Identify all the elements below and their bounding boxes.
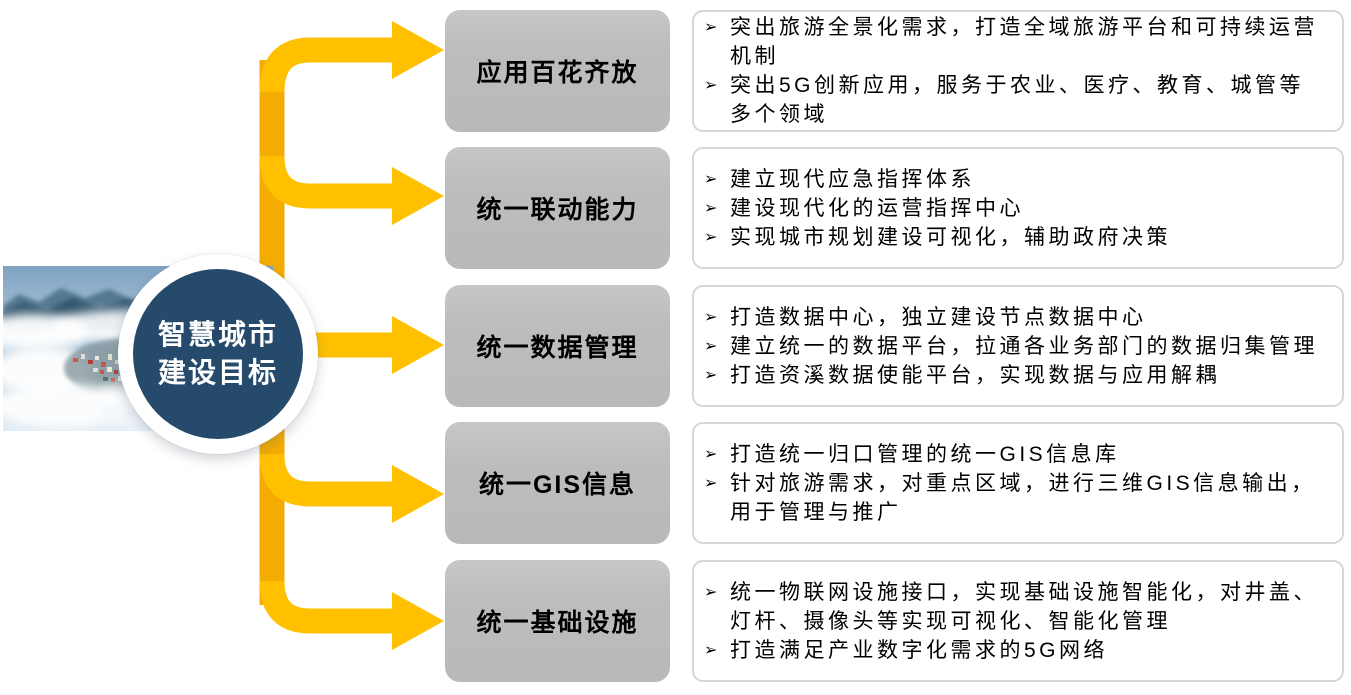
goal-detail-panel: ➢ 突出旅游全景化需求，打造全域旅游平台和可持续运营机制 ➢ 突出5G创新应用，…: [692, 10, 1344, 132]
goal-row-data-management: 统一数据管理 ➢ 打造数据中心，独立建设节点数据中心 ➢ 建立统一的数据平台，拉…: [445, 285, 1344, 407]
bullet-arrow-icon: ➢: [704, 366, 718, 384]
bullet-item: ➢ 统一物联网设施接口，实现基础设施智能化，对井盖、灯杆、摄像头等实现可视化、智…: [704, 578, 1332, 636]
bullet-text: 统一物联网设施接口，实现基础设施智能化，对井盖、灯杆、摄像头等实现可视化、智能化…: [730, 580, 1318, 633]
bullet-text: 针对旅游需求，对重点区域，进行三维GIS信息输出，用于管理与推广: [730, 471, 1316, 524]
bullet-text: 建立统一的数据平台，拉通各业务部门的数据归集管理: [730, 334, 1318, 358]
bullet-item: ➢ 突出旅游全景化需求，打造全域旅游平台和可持续运营机制: [704, 13, 1332, 71]
central-goal-circle: 智慧城市 建设目标: [133, 269, 303, 439]
goal-title-box: 统一联动能力: [445, 147, 670, 269]
bullet-text: 实现城市规划建设可视化，辅助政府决策: [730, 225, 1171, 249]
goal-title: 统一数据管理: [476, 334, 639, 362]
goal-detail-panel: ➢ 打造数据中心，独立建设节点数据中心 ➢ 建立统一的数据平台，拉通各业务部门的…: [692, 285, 1344, 407]
bullet-arrow-icon: ➢: [704, 445, 718, 463]
bullet-item: ➢ 打造数据中心，独立建设节点数据中心: [704, 303, 1332, 332]
bullet-text: 突出旅游全景化需求，打造全域旅游平台和可持续运营机制: [730, 16, 1318, 68]
goal-detail-panel: ➢ 打造统一归口管理的统一GIS信息库 ➢ 针对旅游需求，对重点区域，进行三维G…: [692, 422, 1344, 544]
goal-title-box: 统一数据管理: [445, 285, 670, 407]
bullet-item: ➢ 打造资溪数据使能平台，实现数据与应用解耦: [704, 361, 1332, 390]
goal-title-box: 统一基础设施: [445, 560, 670, 682]
bullet-item: ➢ 针对旅游需求，对重点区域，进行三维GIS信息输出，用于管理与推广: [704, 469, 1332, 527]
bullet-arrow-icon: ➢: [704, 228, 718, 246]
arrowheads: [392, 21, 444, 650]
goal-row-gis: 统一GIS信息 ➢ 打造统一归口管理的统一GIS信息库 ➢ 针对旅游需求，对重点…: [445, 422, 1344, 544]
central-goal-text-line1: 智慧城市: [157, 319, 278, 350]
bullet-arrow-icon: ➢: [704, 199, 718, 217]
central-goal-node: 智慧城市 建设目标: [118, 254, 318, 454]
bullet-text: 打造数据中心，独立建设节点数据中心: [730, 305, 1147, 329]
bullet-item: ➢ 建设现代化的运营指挥中心: [704, 194, 1332, 223]
goal-title: 统一GIS信息: [478, 471, 637, 499]
goal-row-infrastructure: 统一基础设施 ➢ 统一物联网设施接口，实现基础设施智能化，对井盖、灯杆、摄像头等…: [445, 560, 1344, 682]
bullet-text: 打造资溪数据使能平台，实现数据与应用解耦: [730, 363, 1220, 387]
goal-title: 统一基础设施: [476, 609, 639, 637]
bullet-arrow-icon: ➢: [704, 337, 718, 355]
bullet-item: ➢ 打造满足产业数字化需求的5G网络: [704, 636, 1332, 665]
bullet-text: 突出5G创新应用，服务于农业、医疗、教育、城管等多个领域: [730, 74, 1305, 126]
goal-row-linkage: 统一联动能力 ➢ 建立现代应急指挥体系 ➢ 建设现代化的运营指挥中心 ➢ 实现城…: [445, 147, 1344, 269]
central-goal-text-line2: 建设目标: [157, 357, 278, 388]
bullet-item: ➢ 建立现代应急指挥体系: [704, 165, 1332, 194]
bullet-text: 建设现代化的运营指挥中心: [730, 196, 1024, 220]
bullet-item: ➢ 建立统一的数据平台，拉通各业务部门的数据归集管理: [704, 332, 1332, 361]
bullet-item: ➢ 打造统一归口管理的统一GIS信息库: [704, 440, 1332, 469]
goal-title-box: 统一GIS信息: [445, 422, 670, 544]
goal-title: 应用百花齐放: [476, 59, 639, 87]
bullet-item: ➢ 实现城市规划建设可视化，辅助政府决策: [704, 223, 1332, 252]
goal-detail-panel: ➢ 统一物联网设施接口，实现基础设施智能化，对井盖、灯杆、摄像头等实现可视化、智…: [692, 560, 1344, 682]
bullet-text: 建立现代应急指挥体系: [730, 167, 975, 191]
bullet-text: 打造满足产业数字化需求的5G网络: [730, 638, 1109, 662]
bullet-arrow-icon: ➢: [704, 77, 718, 94]
goal-row-applications: 应用百花齐放 ➢ 突出旅游全景化需求，打造全域旅游平台和可持续运营机制 ➢ 突出…: [445, 10, 1344, 132]
goal-title-box: 应用百花齐放: [445, 10, 670, 132]
bullet-text: 打造统一归口管理的统一GIS信息库: [730, 442, 1120, 466]
bullet-arrow-icon: ➢: [704, 19, 718, 36]
bullet-arrow-icon: ➢: [704, 583, 718, 601]
bullet-arrow-icon: ➢: [704, 308, 718, 326]
bullet-item: ➢ 突出5G创新应用，服务于农业、医疗、教育、城管等多个领域: [704, 71, 1332, 129]
bullet-arrow-icon: ➢: [704, 641, 718, 659]
goal-title: 统一联动能力: [476, 196, 639, 224]
goal-detail-panel: ➢ 建立现代应急指挥体系 ➢ 建设现代化的运营指挥中心 ➢ 实现城市规划建设可视…: [692, 147, 1344, 269]
bullet-arrow-icon: ➢: [704, 170, 718, 188]
bullet-arrow-icon: ➢: [704, 474, 718, 492]
